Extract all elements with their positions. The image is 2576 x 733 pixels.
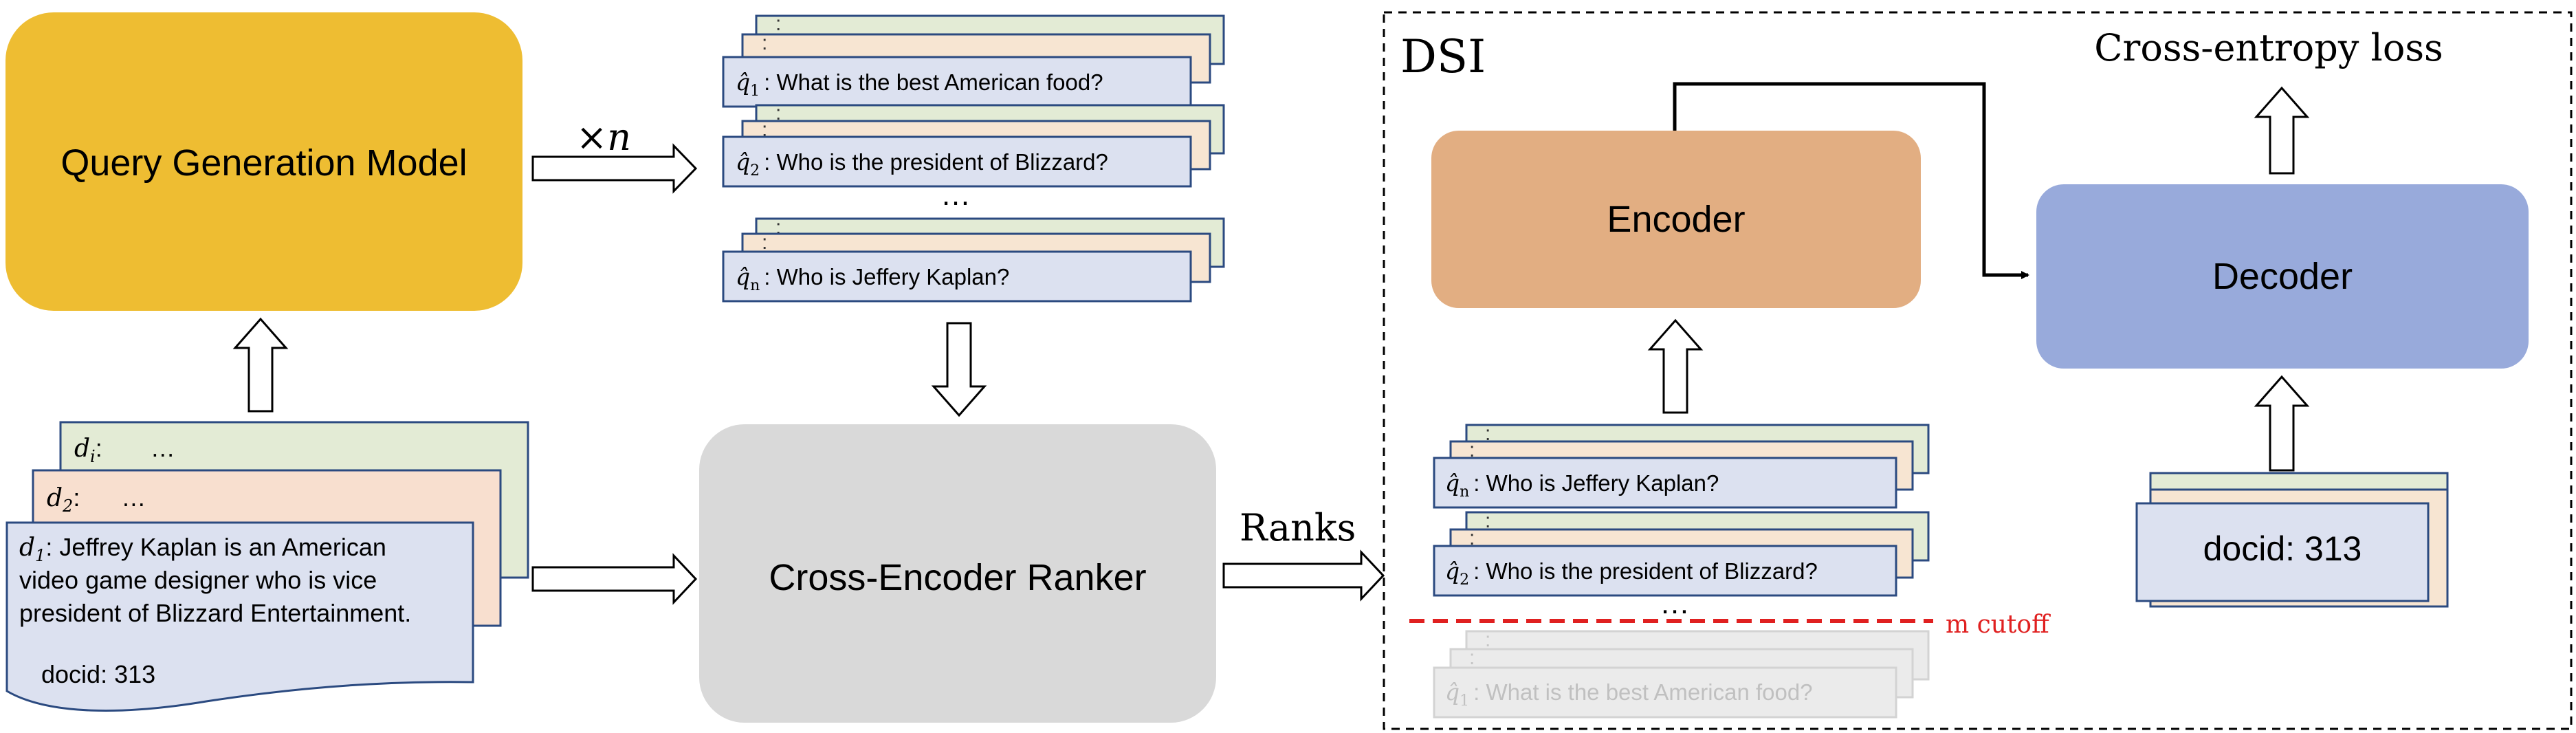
query-card-n bbox=[722, 250, 1192, 303]
query-card-2-text: q̂2: Who is the president of Blizzard? bbox=[736, 149, 1108, 179]
query-generation-box bbox=[5, 12, 522, 311]
times-symbol: × bbox=[576, 116, 607, 159]
arrow-documents-to-qgm bbox=[232, 317, 289, 413]
ranked-query-card-2-text: q̂2: Who is the president of Blizzard? bbox=[1445, 558, 1818, 589]
generated-queries-ellipsis: … bbox=[940, 178, 971, 212]
stack-hidden-label: : bbox=[1485, 628, 1490, 651]
stack-hidden-label: : bbox=[775, 12, 781, 35]
ranked-query-card-n bbox=[1433, 457, 1897, 509]
faded-stack-middle-card bbox=[1449, 648, 1914, 699]
document-card-1-line-2: video game designer who is vice bbox=[19, 566, 377, 594]
m-cutoff-label: m cutoff bbox=[1946, 611, 2051, 639]
stack-hidden-label: : bbox=[1485, 422, 1490, 445]
stack-hidden-label: : bbox=[775, 102, 781, 124]
dsi-container bbox=[1383, 11, 2573, 730]
document-card-1-docid: docid: 313 bbox=[41, 660, 155, 688]
stack-hidden-label: : bbox=[762, 32, 767, 54]
document-card-i-label: di:… bbox=[74, 434, 175, 466]
stack-hidden-label: : bbox=[762, 118, 767, 141]
docid-label: docid: 313 bbox=[2203, 529, 2362, 568]
document-card-2-label: d2:… bbox=[47, 483, 146, 516]
stack-hidden-label: : bbox=[1469, 527, 1475, 549]
document-card-1 bbox=[5, 521, 474, 712]
stack-hidden-label: : bbox=[762, 231, 767, 254]
arrow-ranker-to-dsi bbox=[1222, 549, 1385, 602]
stack-hidden-label: : bbox=[1469, 646, 1475, 669]
document-card-1-line-1: d1: Jeffrey Kaplan is an American bbox=[19, 533, 386, 565]
decoder-label: Decoder bbox=[2212, 256, 2353, 297]
query-card-1-text: q̂1: What is the best American food? bbox=[736, 69, 1103, 100]
faded-stack-back-card bbox=[1465, 630, 1930, 681]
query-card-2 bbox=[722, 135, 1192, 188]
query-generation-label: Query Generation Model bbox=[60, 142, 467, 184]
ranked-queries-ellipsis: … bbox=[1660, 587, 1690, 620]
ranks-label: Ranks bbox=[1240, 506, 1356, 549]
arrow-docid-to-decoder bbox=[2254, 375, 2310, 472]
arrow-documents-to-ranker bbox=[531, 553, 698, 605]
times-variable: n bbox=[607, 116, 631, 159]
decoder-box bbox=[2036, 184, 2529, 369]
ranked-query-card-n-text: q̂n: Who is Jeffery Kaplan? bbox=[1445, 470, 1719, 501]
stack-hidden-label: : bbox=[775, 216, 781, 239]
faded-query-card-1 bbox=[1433, 666, 1897, 719]
cross-encoder-ranker-box bbox=[699, 424, 1216, 723]
below-cutoff-stack: : : q̂1: What is the best American food? bbox=[1433, 628, 1930, 719]
query-card-1 bbox=[722, 56, 1192, 108]
ranked-query-card-2 bbox=[1433, 545, 1897, 597]
stack-hidden-label: : bbox=[1485, 510, 1490, 532]
arrow-queries-to-encoder bbox=[1647, 318, 1704, 414]
encoder-label: Encoder bbox=[1607, 199, 1745, 240]
cross-entropy-loss-label: Cross-entropy loss bbox=[2094, 26, 2443, 69]
arrow-queries-to-ranker bbox=[931, 322, 987, 417]
connector-encoder-to-decoder bbox=[1673, 82, 2029, 279]
cross-encoder-ranker-label: Cross-Encoder Ranker bbox=[769, 557, 1146, 598]
dsi-title: DSI bbox=[1400, 30, 1486, 83]
times-n-label: ×n bbox=[576, 116, 631, 159]
arrow-decoder-to-loss bbox=[2254, 86, 2310, 175]
document-card-1-line-3: president of Blizzard Entertainment. bbox=[19, 599, 411, 627]
arrow-qgm-to-queries bbox=[531, 143, 698, 194]
docid-card bbox=[2135, 502, 2430, 602]
encoder-box bbox=[1431, 131, 1921, 308]
query-card-n-text: q̂n: Who is Jeffery Kaplan? bbox=[736, 263, 1009, 294]
stack-hidden-label: : bbox=[1469, 439, 1475, 461]
faded-query-card-1-text: q̂1: What is the best American food? bbox=[1445, 679, 1813, 710]
